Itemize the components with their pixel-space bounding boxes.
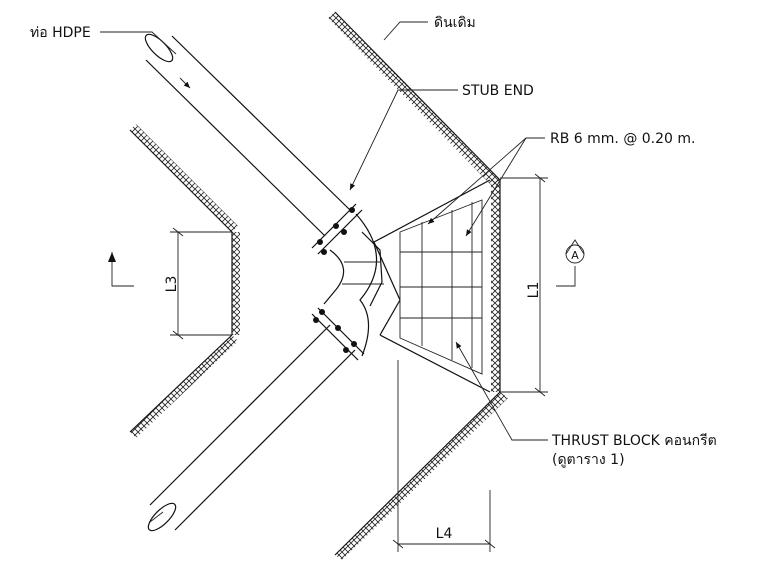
- leaders: [100, 21, 548, 441]
- hdpe-pipe-upper: [144, 33, 351, 237]
- dimension-l1: [500, 173, 548, 397]
- rebar-label: RB 6 mm. @ 0.20 m.: [550, 131, 695, 147]
- flange-lower: [311, 307, 365, 361]
- thrust-block: [373, 179, 491, 470]
- thrust-block-table-ref: (ดูตาราง 1): [552, 452, 625, 468]
- dimension-l3: [170, 227, 232, 340]
- hdpe-pipe-lower: [147, 324, 356, 532]
- pipe-elbow: [323, 213, 384, 357]
- native-soil-label: ดินเดิม: [434, 15, 476, 31]
- section-marker-a: [556, 239, 585, 287]
- section-marker-label: A: [571, 249, 579, 262]
- dimension-l3-label: L3: [164, 276, 180, 293]
- stub-end-label: STUB END: [462, 83, 534, 99]
- dimension-l1-label: L1: [526, 282, 542, 299]
- dimension-l4: [392, 470, 496, 552]
- thrust-block-label: THRUST BLOCK คอนกรีต: [551, 433, 717, 449]
- soil-boundary-left: [129, 124, 240, 438]
- dimension-l4-label: L4: [436, 526, 453, 542]
- flange-upper: [311, 203, 363, 255]
- pipe-label: ท่อ HDPE: [30, 25, 91, 41]
- soil-boundary-right: [328, 11, 508, 560]
- section-cut-left: [108, 252, 134, 287]
